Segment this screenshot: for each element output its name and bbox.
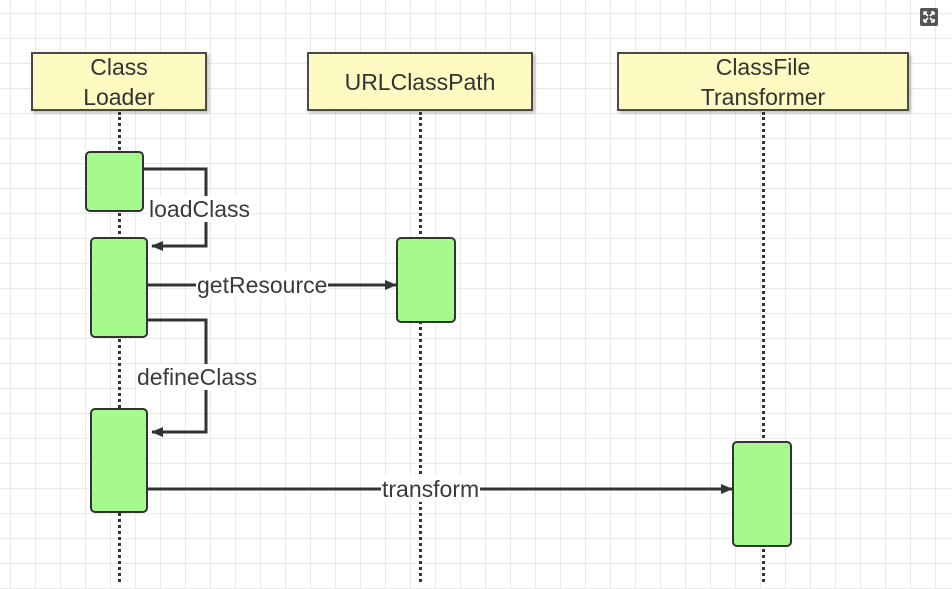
activation-classloader-3 bbox=[90, 408, 148, 513]
participant-urlclasspath: URLClassPath bbox=[307, 52, 533, 111]
fullscreen-button[interactable] bbox=[920, 8, 938, 26]
activation-urlclasspath bbox=[396, 237, 456, 323]
message-label-loadclass: loadClass bbox=[148, 196, 251, 222]
activation-classloader-2 bbox=[90, 237, 148, 338]
lifeline-classloader bbox=[118, 112, 121, 582]
activation-classloader-1 bbox=[85, 151, 144, 212]
participant-label-urlclasspath: URLClassPath bbox=[344, 68, 496, 95]
lifeline-transformer bbox=[762, 112, 765, 582]
message-label-getresource: getResource bbox=[196, 272, 329, 298]
participant-label-classloader: Class Loader bbox=[83, 53, 155, 110]
activation-transformer bbox=[732, 441, 792, 547]
lifeline-urlclasspath bbox=[419, 112, 422, 582]
message-label-defineclass: defineClass bbox=[136, 364, 259, 390]
fullscreen-icon bbox=[923, 11, 935, 23]
message-label-transform: transform bbox=[381, 476, 481, 502]
participant-transformer: ClassFile Transformer bbox=[617, 52, 909, 111]
participant-label-transformer: ClassFile Transformer bbox=[700, 53, 826, 110]
participant-classloader: Class Loader bbox=[31, 52, 207, 111]
